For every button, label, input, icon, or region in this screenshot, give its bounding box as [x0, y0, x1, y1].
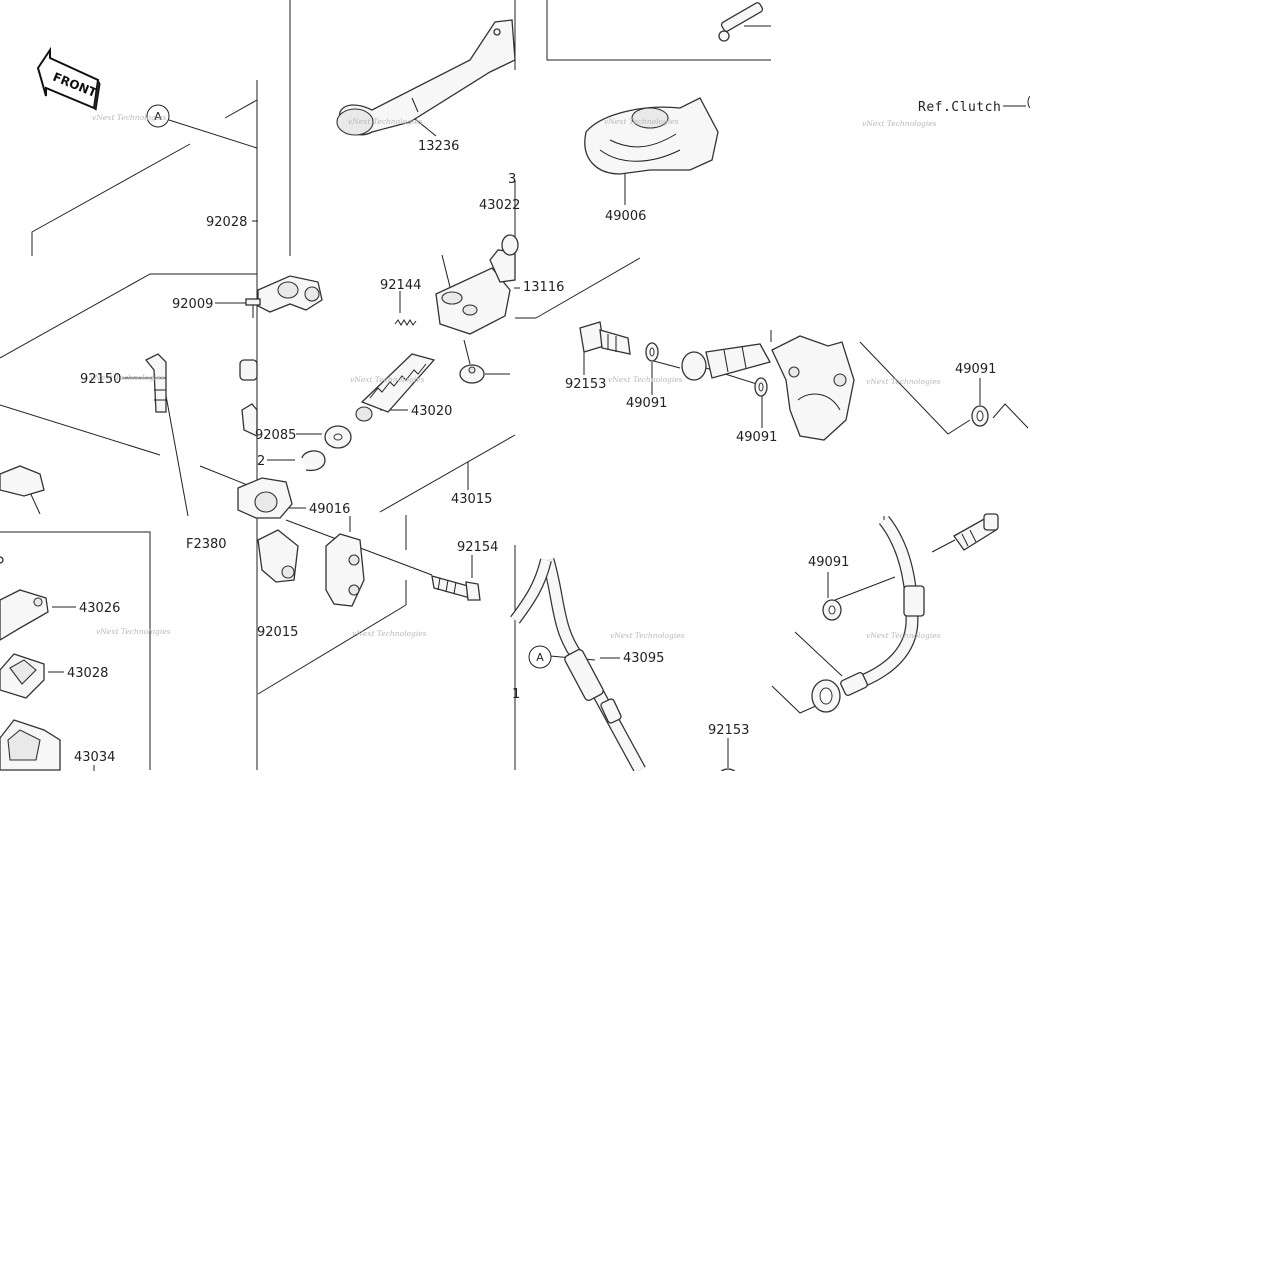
label-2: 2	[257, 454, 265, 469]
reservoir-43034-icon	[0, 719, 61, 771]
label-43020: 43020	[411, 404, 452, 419]
label-49091-a: 49091	[626, 396, 667, 411]
watermark: vNext Technologies	[604, 117, 679, 126]
label-92153-a: 92153	[565, 377, 606, 392]
circlip-2-icon	[301, 450, 326, 472]
master-cylinder-body-icon	[237, 477, 299, 583]
watermark: vNext Technologies	[608, 375, 683, 384]
reservoir-cap-43026-icon	[0, 589, 49, 641]
watermark: vNext Technologies	[96, 627, 171, 636]
label-43022: 43022	[479, 198, 520, 213]
front-arrow-icon: FRONT	[36, 46, 101, 112]
watermark: vNext Technologies	[866, 631, 941, 640]
bolt-92150-icon	[144, 353, 167, 413]
watermark: vNext Technologies	[92, 113, 167, 122]
label-49006: 49006	[605, 209, 646, 224]
caliper-icon	[771, 335, 855, 441]
callout-a-bottom: A	[528, 645, 552, 669]
label-13236: 13236	[418, 139, 459, 154]
label-43034: 43034	[74, 750, 115, 765]
bolt-lower-right-icon	[953, 513, 999, 551]
label-ref-clutch: Ref.Clutch	[918, 100, 1001, 115]
brake-hose-43095-icon	[510, 558, 646, 774]
diaphragm-43028-icon	[0, 653, 45, 699]
lever-holder-92009-icon	[245, 275, 323, 318]
svg-text:A: A	[536, 651, 544, 664]
banjo-bolt-92153-icon	[579, 321, 631, 355]
lever-bracket-icon	[435, 234, 519, 335]
bolt-top-icon	[718, 2, 771, 42]
watermark: vNext Technologies	[350, 375, 425, 384]
part-shapes: FRONT	[0, 2, 1031, 780]
bracket-edge-icon	[241, 403, 258, 438]
bolt-92154-icon	[431, 575, 481, 601]
label-49091-c: 49091	[955, 362, 996, 377]
hose-fitting-icon	[681, 343, 771, 381]
label-92015: 92015	[257, 625, 298, 640]
label-43026: 43026	[79, 601, 120, 616]
label-92085: 92085	[255, 428, 296, 443]
grommet-icon	[459, 364, 485, 384]
blank-area-bottom	[0, 771, 1285, 1285]
label-92153-b: 92153	[708, 723, 749, 738]
label-92154: 92154	[457, 540, 498, 555]
label-49016: 49016	[309, 502, 350, 517]
watermark: vNext Technologies	[866, 377, 941, 386]
label-92009: 92009	[172, 297, 213, 312]
svg-text:A: A	[154, 110, 162, 123]
watermark: vNext Technologies	[348, 117, 423, 126]
label-3: 3	[508, 172, 516, 187]
label-49091-d: 49091	[808, 555, 849, 570]
label-43028: 43028	[67, 666, 108, 681]
label-92028: 92028	[206, 215, 247, 230]
clamp-icon	[325, 533, 365, 607]
ref-marker-icon	[1027, 95, 1031, 109]
part-labels: 13236 49006 Ref.Clutch 92028 3 43022 921…	[67, 100, 1001, 765]
lever-13236-icon	[336, 19, 516, 136]
spring-92144-icon	[394, 319, 417, 326]
label-49091-b: 49091	[736, 430, 777, 445]
washer-92085-icon	[324, 425, 352, 449]
watermark: vNext Technologies	[352, 629, 427, 638]
label-43095: 43095	[623, 651, 664, 666]
piston-43020-icon	[355, 353, 436, 422]
watermark: vNext Technologies	[862, 119, 937, 128]
brake-hose-lower-icon	[811, 515, 925, 713]
label-92150: 92150	[80, 372, 121, 387]
blank-area-right	[1030, 0, 1285, 771]
watermark: vNext Technologies	[90, 373, 165, 382]
watermark: vNext Technologies	[610, 631, 685, 640]
label-1: 1	[512, 687, 520, 702]
bushing-icon	[0, 465, 45, 497]
label-92144: 92144	[380, 278, 421, 293]
watermarks: vNext Technologies vNext Technologies vN…	[90, 113, 941, 640]
cover-49006-icon	[584, 97, 719, 175]
label-f2380: F2380	[186, 537, 227, 552]
reservoir-cap-icon	[239, 359, 258, 381]
callout-a-top: A	[146, 104, 170, 128]
label-13116: 13116	[523, 280, 564, 295]
label-43015: 43015	[451, 492, 492, 507]
screw-edge-icon	[0, 556, 4, 564]
